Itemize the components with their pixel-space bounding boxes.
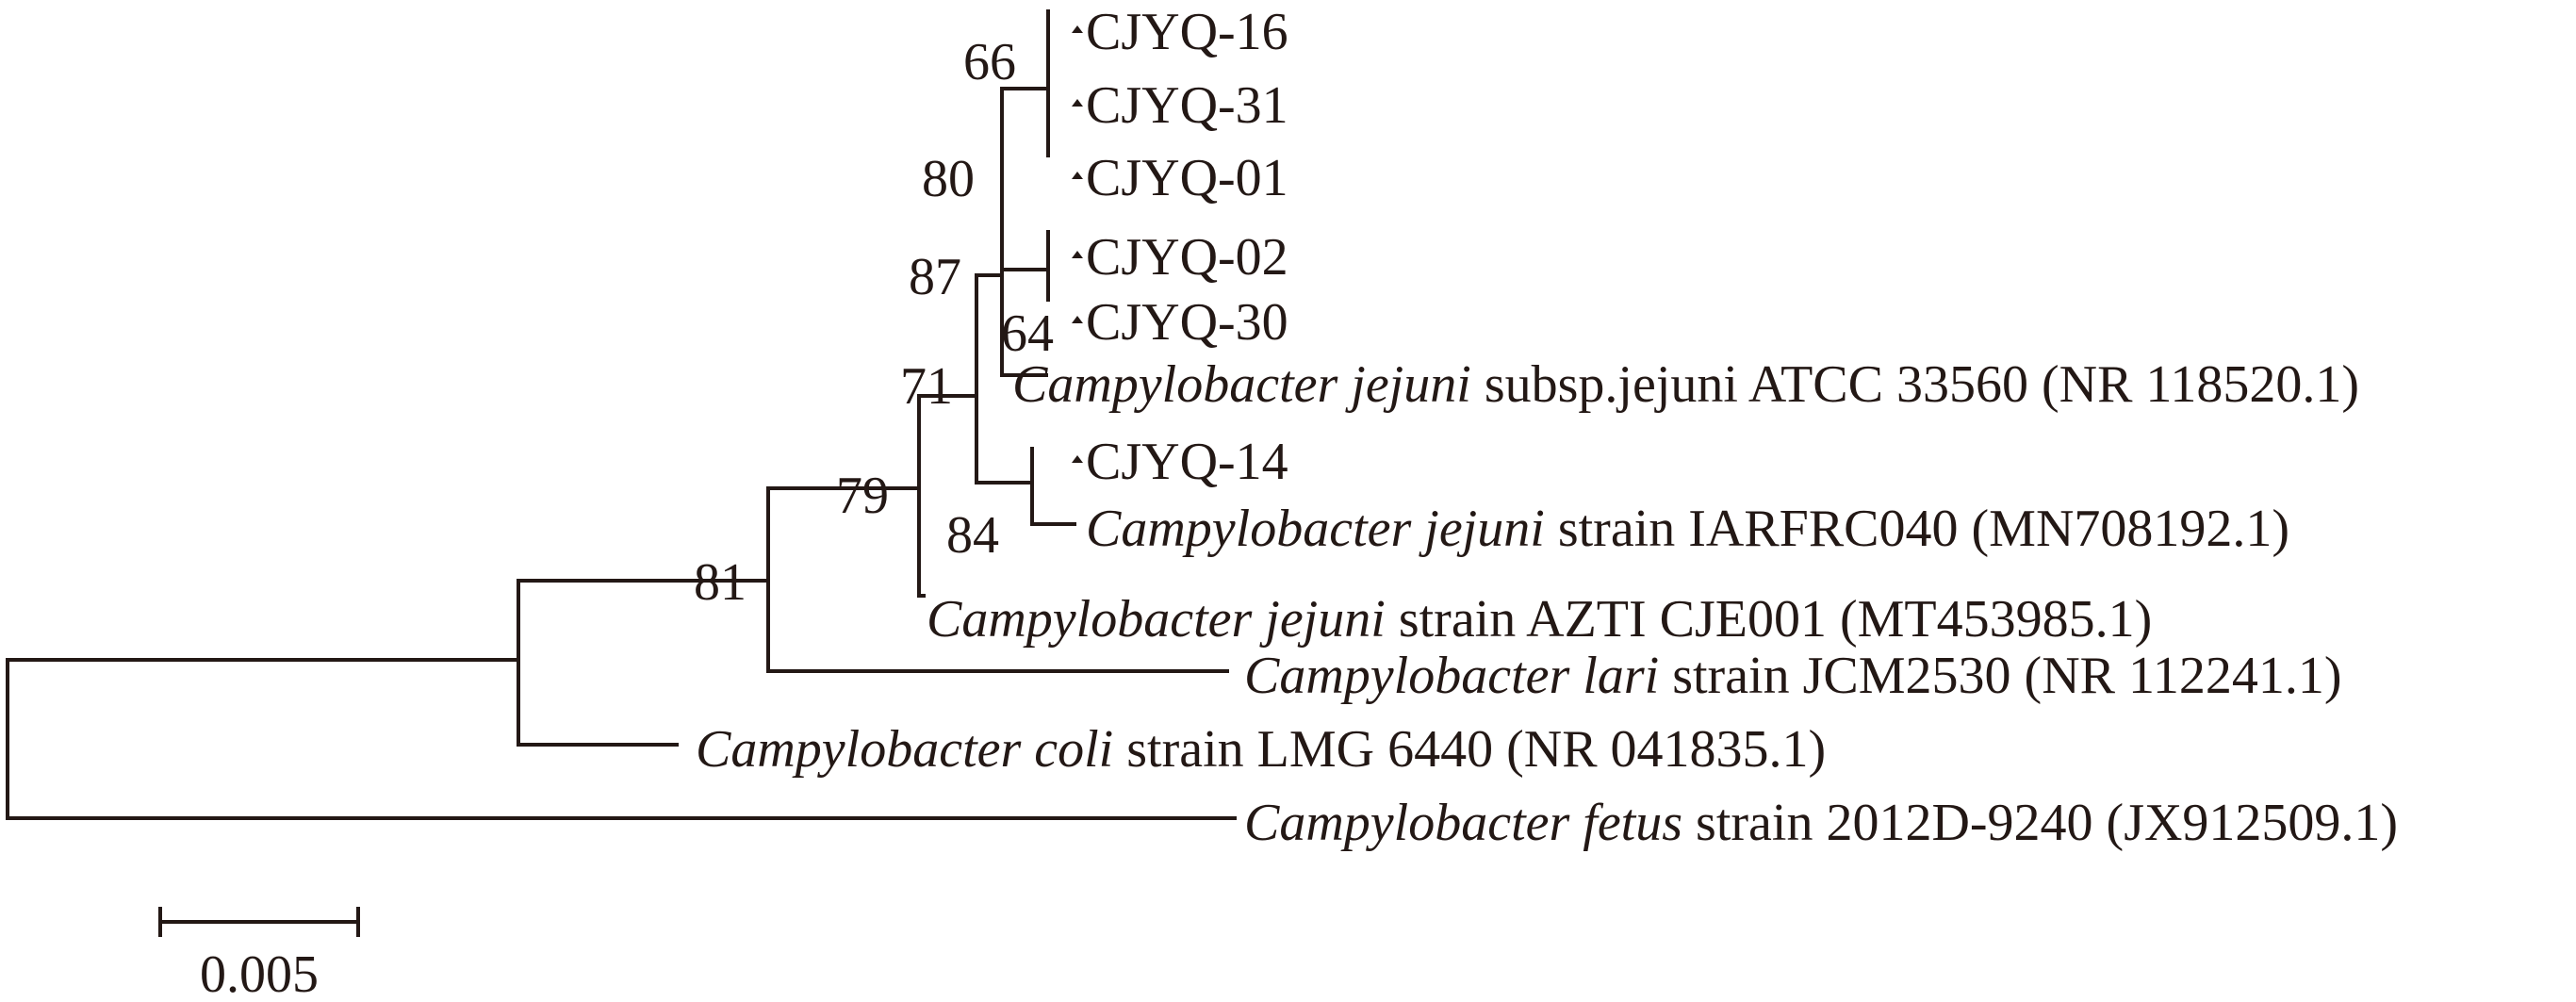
leaf-label-coli: Campylobacter coli strain LMG 6440 (NR 0… — [696, 720, 1826, 779]
triangle-icon — [1072, 99, 1083, 107]
triangle-icon — [1072, 251, 1083, 258]
leaf-label-azti: Campylobacter jejuni strain AZTI CJE001 … — [927, 590, 2152, 649]
triangle-icon — [1072, 316, 1083, 323]
leaf-label-cjyq-14: CJYQ-14 — [1086, 433, 1288, 491]
tree-branches — [6, 9, 1237, 820]
scale-bar: 0.005 — [158, 907, 360, 1002]
bootstrap-87: 87 — [909, 248, 961, 306]
bootstrap-79: 79 — [836, 467, 889, 525]
leaf-label-atcc33560: Campylobacter jejuni subsp.jejuni ATCC 3… — [1012, 355, 2359, 414]
triangle-icon — [1072, 455, 1083, 463]
bootstrap-66: 66 — [963, 33, 1016, 91]
leaf-label-lari: Campylobacter lari strain JCM2530 (NR 11… — [1244, 647, 2342, 705]
leaf-labels: CJYQ-16 CJYQ-31 CJYQ-01 CJYQ-02 CJYQ-30 … — [696, 3, 2398, 852]
triangle-icon — [1072, 25, 1083, 33]
leaf-label-cjyq-16: CJYQ-16 — [1086, 3, 1288, 61]
isolate-markers — [1072, 25, 1083, 463]
triangle-icon — [1072, 172, 1083, 179]
scale-bar-label: 0.005 — [200, 945, 319, 1002]
bootstrap-values: 66 80 87 64 71 79 84 81 — [694, 33, 1054, 612]
bootstrap-71: 71 — [900, 357, 953, 416]
bootstrap-80: 80 — [922, 150, 975, 208]
leaf-label-cjyq-01: CJYQ-01 — [1086, 149, 1288, 207]
leaf-label-cjyq-31: CJYQ-31 — [1086, 76, 1288, 135]
bootstrap-81: 81 — [694, 553, 747, 612]
bootstrap-64: 64 — [1001, 304, 1054, 363]
leaf-label-cjyq-30: CJYQ-30 — [1086, 293, 1288, 352]
leaf-label-iarfrc040: Campylobacter jejuni strain IARFRC040 (M… — [1086, 500, 2289, 558]
leaf-label-cjyq-02: CJYQ-02 — [1086, 228, 1288, 287]
bootstrap-84: 84 — [946, 506, 999, 565]
leaf-label-fetus: Campylobacter fetus strain 2012D-9240 (J… — [1244, 794, 2398, 852]
